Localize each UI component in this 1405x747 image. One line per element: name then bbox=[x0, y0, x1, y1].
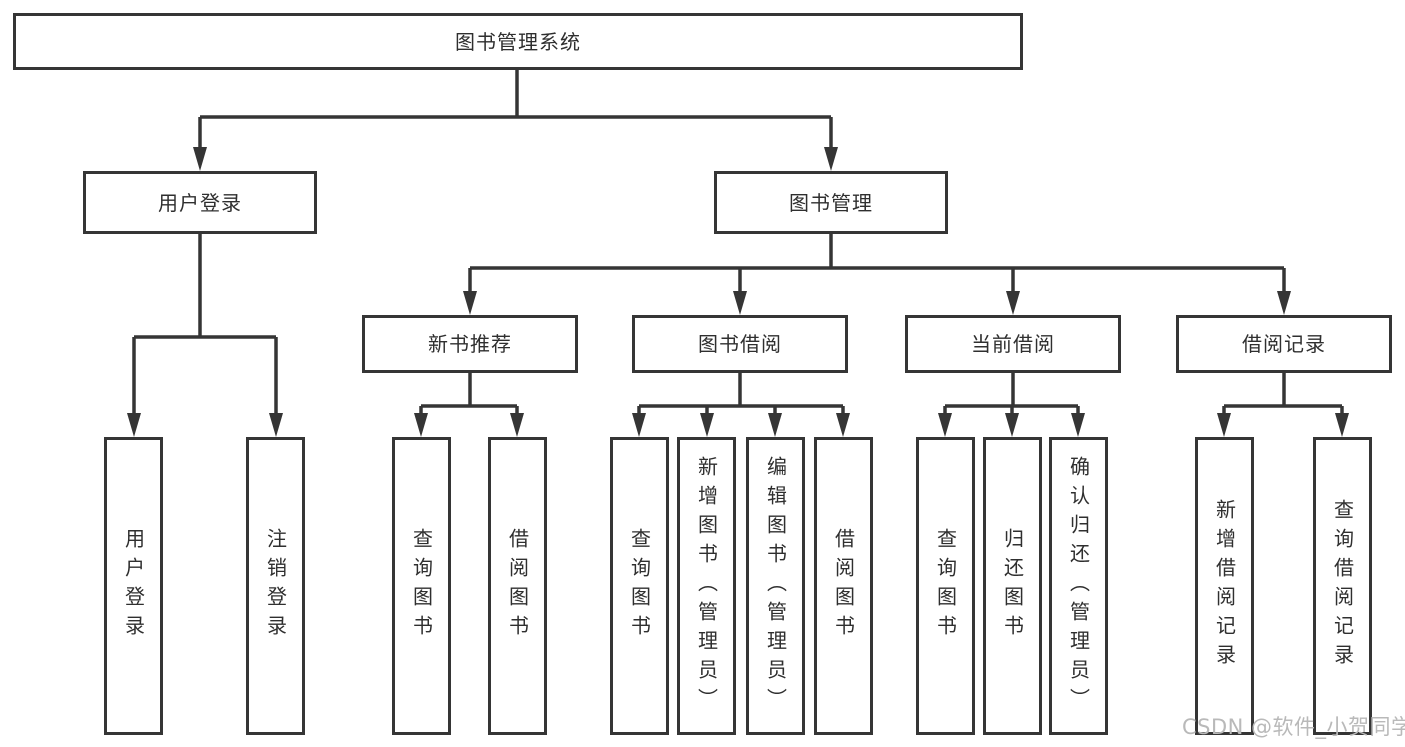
node-add-books-admin: 新增图书（管理员） bbox=[677, 437, 736, 735]
node-user-login-action: 用户登录 bbox=[104, 437, 163, 735]
node-book-management: 图书管理 bbox=[714, 171, 948, 234]
node-borrow-records: 借阅记录 bbox=[1176, 315, 1392, 373]
node-query-books-borrow: 查询图书 bbox=[610, 437, 669, 735]
node-book-management-system: 图书管理系统 bbox=[13, 13, 1023, 70]
node-current-borrow: 当前借阅 bbox=[905, 315, 1121, 373]
node-add-borrow-record: 新增借阅记录 bbox=[1195, 437, 1254, 735]
node-borrow-books-recommend: 借阅图书 bbox=[488, 437, 547, 735]
node-new-book-recommend: 新书推荐 bbox=[362, 315, 578, 373]
node-confirm-return-admin: 确认归还（管理员） bbox=[1049, 437, 1108, 735]
node-edit-books-admin: 编辑图书（管理员） bbox=[746, 437, 805, 735]
node-query-borrow-record: 查询借阅记录 bbox=[1313, 437, 1372, 735]
node-borrow-books-action: 借阅图书 bbox=[814, 437, 873, 735]
node-return-books: 归还图书 bbox=[983, 437, 1042, 735]
node-logout-action: 注销登录 bbox=[246, 437, 305, 735]
node-book-borrow: 图书借阅 bbox=[632, 315, 848, 373]
node-query-books-recommend: 查询图书 bbox=[392, 437, 451, 735]
csdn-watermark: CSDN @软件_小贺同学 bbox=[1182, 715, 1405, 739]
node-query-books-current: 查询图书 bbox=[916, 437, 975, 735]
node-user-login: 用户登录 bbox=[83, 171, 317, 234]
